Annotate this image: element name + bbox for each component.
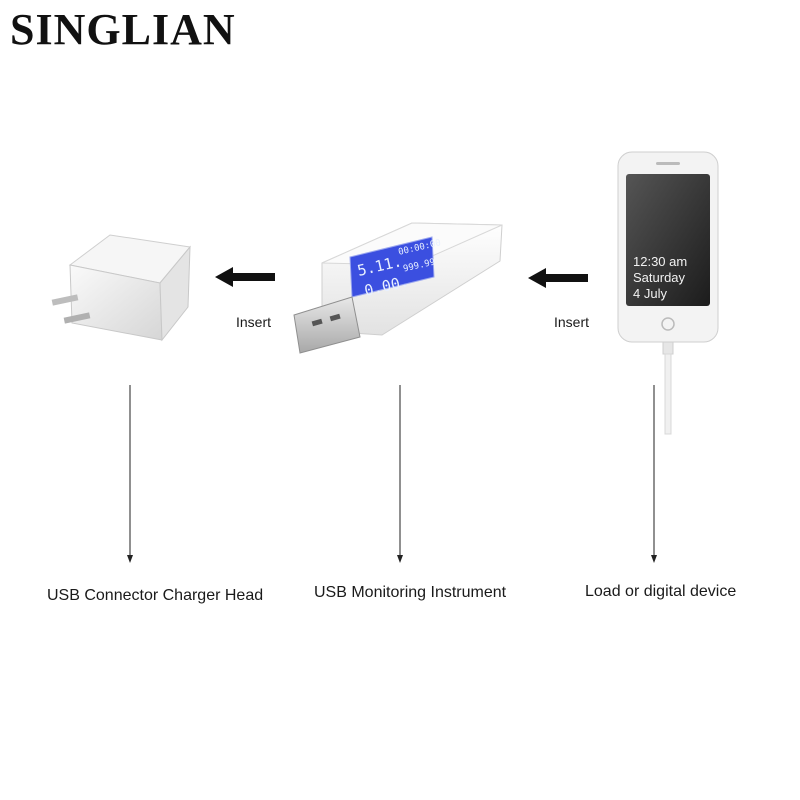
phone-image (617, 151, 719, 435)
caption-meter: USB Monitoring Instrument (314, 584, 507, 601)
arrow-left-icon-right (528, 268, 588, 288)
phone-date: 4 July (633, 286, 667, 301)
phone-day: Saturday (633, 270, 686, 285)
arrow-left-icon (215, 267, 275, 287)
charger-head-image (51, 234, 191, 342)
arrow-down-icon-meter (397, 385, 403, 563)
arrow-down-icon-device (651, 385, 657, 563)
insert-label-right: Insert (554, 314, 590, 330)
usb-meter-image (293, 222, 503, 354)
caption-charger: USB Connector Charger Head (47, 587, 264, 604)
brand-logo: SINGLIAN (10, 5, 236, 54)
caption-device: Load or digital device (585, 583, 737, 600)
insert-label-left: Insert (236, 314, 272, 330)
arrow-down-icon-charger (127, 385, 133, 563)
phone-time: 12:30 am (633, 254, 688, 269)
